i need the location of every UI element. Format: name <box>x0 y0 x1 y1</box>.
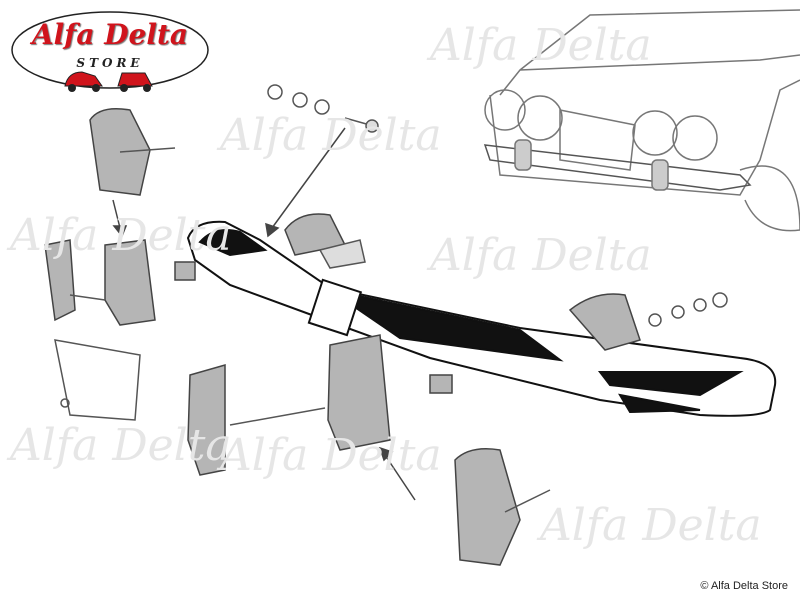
logo-title: Alfa Delta <box>31 18 189 51</box>
hardware <box>54 84 728 513</box>
logo-subtitle: STORE <box>76 56 144 70</box>
bumper-overriders <box>44 108 641 566</box>
copyright-notice: © Alfa Delta Store <box>700 580 788 592</box>
car-front-illustration <box>483 9 800 232</box>
brand-logo[interactable]: Alfa Delta STORE <box>10 8 210 100</box>
logo-oval <box>11 11 209 92</box>
assembly-arrows <box>112 127 416 501</box>
front-bumper <box>186 220 777 417</box>
classic-cars-icon <box>64 71 153 92</box>
